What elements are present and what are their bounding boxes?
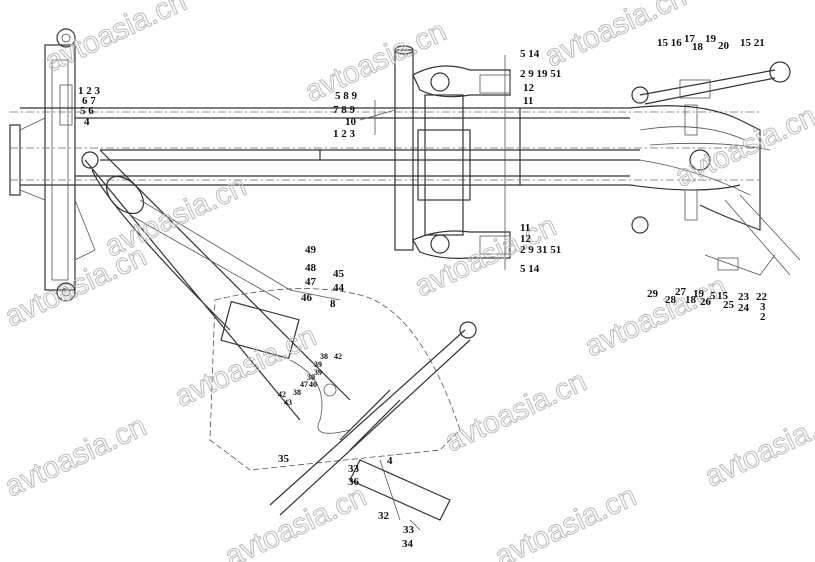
callout-label: 10: [345, 116, 356, 128]
callout-label: 1 2 3: [78, 85, 100, 97]
callout-label: 15 21: [740, 37, 765, 49]
callout-label: 4: [387, 455, 393, 467]
hydraulic-cylinder: [269, 321, 477, 531]
callout-label: 5 14: [520, 263, 540, 275]
callout-label: 33: [403, 524, 414, 536]
callout-label: 32: [378, 510, 389, 522]
callout-label: 2: [760, 311, 766, 323]
callout-label: 35: [278, 453, 289, 465]
callout-label: 1 2 3: [333, 128, 355, 140]
callout-label: 30: [307, 373, 315, 382]
callout-label: 15: [717, 290, 728, 302]
callout-label: 47: [305, 276, 316, 288]
callout-label: 11: [520, 222, 531, 234]
callout-label: 20: [718, 40, 729, 52]
callout-label: 34: [402, 538, 413, 550]
callout-label: 28: [665, 294, 676, 306]
main-beam: [10, 107, 760, 186]
callout-label: 47: [300, 380, 308, 389]
callout-label: 49: [305, 244, 316, 256]
callout-label: 25: [723, 299, 734, 311]
callout-label: 5 8 9: [335, 90, 357, 102]
left-bracket: [9, 28, 96, 302]
callout-label: 4: [84, 116, 90, 128]
callout-label: 38: [320, 352, 328, 361]
diagonal-arm: [81, 149, 351, 421]
callout-label: 18: [685, 294, 696, 306]
fan-plate: [209, 288, 461, 471]
callout-label: 48: [305, 262, 316, 274]
callout-label: 36: [348, 476, 359, 488]
right-end: [629, 61, 801, 276]
callout-label: 29: [647, 288, 658, 300]
callout-label: 38: [293, 388, 301, 397]
callout-label: 39: [314, 368, 322, 377]
callout-label: 2 9 31 51: [520, 244, 562, 256]
callout-label: 33: [348, 463, 359, 475]
callout-label: 27: [675, 286, 686, 298]
callout-label: 7 8 9: [333, 104, 355, 116]
callout-label: 5 14: [520, 48, 540, 60]
callout-label: 40: [309, 380, 317, 389]
callout-label: 8: [330, 298, 336, 310]
callout-label: 26: [700, 296, 711, 308]
callout-label: 19: [693, 288, 704, 300]
callout-label: 42: [334, 352, 342, 361]
callout-label: 18: [692, 41, 703, 53]
center-hub: [359, 45, 511, 270]
callout-label: 42: [278, 390, 286, 399]
callout-label: 39: [314, 360, 322, 369]
callout-label: 12: [523, 82, 534, 94]
callout-label: 6 7: [82, 95, 96, 107]
callout-label: 11: [523, 95, 534, 107]
callout-label: 17: [684, 33, 695, 45]
callout-label: 43: [284, 398, 292, 407]
callout-label: 46: [301, 292, 312, 304]
callout-label: 24: [738, 302, 749, 314]
callout-label: 12: [520, 233, 531, 245]
callout-label: 19: [705, 33, 716, 45]
callout-label: 45: [333, 268, 344, 280]
callout-label: 3: [760, 301, 766, 313]
callout-label: 23: [738, 291, 749, 303]
callout-label: 5: [710, 290, 716, 302]
callout-label: 44: [333, 282, 344, 294]
callout-label: 2 9 19 51: [520, 68, 562, 80]
callout-label: 15 16: [657, 37, 682, 49]
callout-label: 22: [756, 291, 767, 303]
callout-label: 5 6: [80, 105, 94, 117]
